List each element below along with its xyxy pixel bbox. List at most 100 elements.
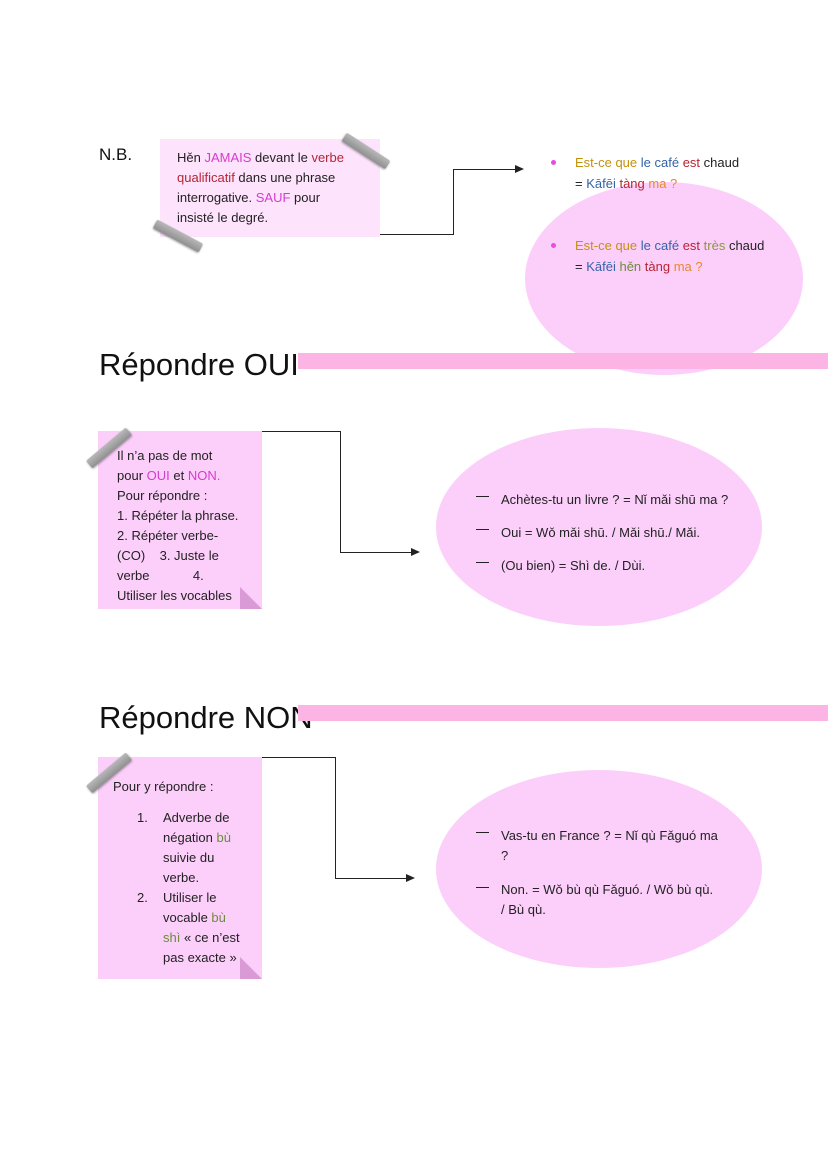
arrow-right-icon [515, 165, 524, 173]
oui-item: Achètes-tu un livre ? = Nǐ mǎi shū ma ? [501, 492, 729, 507]
text-est: est [682, 155, 704, 170]
text-pour: pour [117, 468, 147, 483]
bullet-icon [551, 160, 556, 165]
connector-line [262, 757, 336, 758]
oui-note-line: Il n’a pas de mot [117, 448, 213, 463]
heading-highlight-band [298, 705, 828, 721]
text-ma: ma ? [673, 259, 703, 274]
heading-highlight-band [298, 353, 828, 369]
dash-icon [476, 562, 489, 563]
oui-note-line: 2. Répéter verbe- [117, 528, 219, 543]
non-list-item-2: 2. Utiliser le vocable bù shì « ce n’est… [113, 888, 262, 968]
text-vocable: vocable [163, 910, 212, 925]
dash-icon [476, 529, 489, 530]
connector-line [340, 552, 411, 553]
text-kafei: Kāfēi [586, 176, 620, 191]
text-qualificatif: qualificatif [177, 170, 235, 185]
text-shi: shì [163, 930, 181, 945]
text-chaud: chaud [703, 155, 740, 170]
text-est-ce-que: Est-ce que [575, 238, 641, 253]
nb-note-line-2: qualificatif dans une phrase [177, 168, 380, 188]
text-hen: Hěn [177, 150, 205, 165]
example-2-line-1: Est-ce que le café est très chaud [575, 236, 764, 256]
list-text: shì « ce n’est [163, 928, 262, 948]
text-bu: bù [211, 910, 226, 925]
oui-note-line: pour OUI et NON. [117, 466, 262, 486]
list-text: verbe. [163, 870, 200, 885]
non-ellipse [436, 770, 762, 968]
bullet-icon [551, 243, 556, 248]
list-text: négation bù [163, 828, 262, 848]
text-dans-phrase: dans une phrase [234, 170, 336, 185]
connector-line [335, 757, 336, 879]
connector-line [453, 169, 515, 170]
page-curl-icon [240, 957, 262, 979]
text-hen: hěn [619, 259, 645, 274]
example-2-line-2: = Kāfēi hěn tàng ma ? [575, 257, 703, 277]
dash-icon [476, 887, 489, 888]
oui-note-line: Utiliser les vocables [117, 588, 232, 603]
connector-line [453, 169, 454, 235]
nb-label: N.B. [99, 145, 133, 164]
arrow-right-icon [411, 548, 420, 556]
nb-note-line-3: interrogative. SAUF pour [177, 188, 380, 208]
text-est: est [682, 238, 704, 253]
oui-note-line: Pour répondre : [117, 488, 208, 503]
list-text: vocable bù [163, 908, 262, 928]
example-1-line-2: = Kāfēi tàng ma ? [575, 174, 677, 194]
dash-icon [476, 832, 489, 833]
text-tang: tàng [644, 259, 674, 274]
list-text: suivie du [163, 850, 215, 865]
connector-line [335, 878, 406, 879]
text-jamais: JAMAIS [204, 150, 252, 165]
arrow-right-icon [406, 874, 415, 882]
text-ce-nest: « ce n’est [180, 930, 240, 945]
dash-icon [476, 496, 489, 497]
non-item-1-line-2: ? [501, 848, 509, 863]
text-interrogative: interrogative. [177, 190, 256, 205]
text-negation: négation [163, 830, 217, 845]
oui-sticky-note: Il n’a pas de mot pour OUI et NON. Pour … [98, 431, 262, 609]
page-curl-icon [240, 587, 262, 609]
text-pour: pour [290, 190, 321, 205]
text-tres: très [703, 238, 729, 253]
text-sauf: SAUF [255, 190, 291, 205]
nb-sticky-note: Hěn JAMAIS devant le verbe qualificatif … [160, 139, 380, 237]
list-number: 1. [137, 810, 148, 825]
connector-line [380, 234, 453, 235]
text-est-ce-que: Est-ce que [575, 155, 641, 170]
nb-note-line-1: Hěn JAMAIS devant le verbe [177, 148, 380, 168]
section-heading-non: Répondre NON [99, 700, 313, 735]
text-bu: bù [216, 830, 231, 845]
section-heading-oui: Répondre OUI [99, 347, 299, 382]
oui-note-line: 1. Répéter la phrase. [117, 508, 239, 523]
text-le: le [640, 155, 655, 170]
oui-item: Oui = Wǒ mǎi shū. / Mǎi shū./ Mǎi. [501, 525, 701, 540]
oui-note-line: (CO) 3. Juste le [117, 548, 219, 563]
list-text: Adverbe de [163, 810, 230, 825]
connector-line [340, 431, 341, 553]
text-tang: tàng [619, 176, 649, 191]
non-sticky-note: Pour y répondre : 1. Adverbe de négation… [98, 757, 262, 979]
list-number: 2. [137, 890, 148, 905]
nb-note-line-4: insisté le degré. [177, 210, 269, 225]
text-oui: OUI [146, 468, 170, 483]
non-list-item-1: 1. Adverbe de négation bù suivie du verb… [113, 808, 262, 888]
non-note-intro: Pour y répondre : [113, 779, 214, 794]
text-verbe: verbe [311, 150, 344, 165]
text-non: NON. [187, 468, 221, 483]
text-cafe: café [654, 155, 683, 170]
oui-ellipse [436, 428, 762, 626]
text-equals: = [575, 259, 587, 274]
text-kafei: Kāfēi [586, 259, 620, 274]
text-et: et [169, 468, 188, 483]
list-text: Utiliser le [163, 890, 217, 905]
non-item-2-line-1: Non. = Wǒ bù qù Fǎguó. / Wǒ bù qù. [501, 882, 714, 897]
example-1-line-1: Est-ce que le café est chaud [575, 153, 739, 173]
list-text: pas exacte » [163, 950, 237, 965]
text-ma: ma ? [648, 176, 678, 191]
text-chaud: chaud [728, 238, 765, 253]
oui-note-line: verbe 4. [117, 568, 204, 583]
text-cafe: café [654, 238, 683, 253]
non-item-2-line-2: / Bù qù. [501, 902, 546, 917]
